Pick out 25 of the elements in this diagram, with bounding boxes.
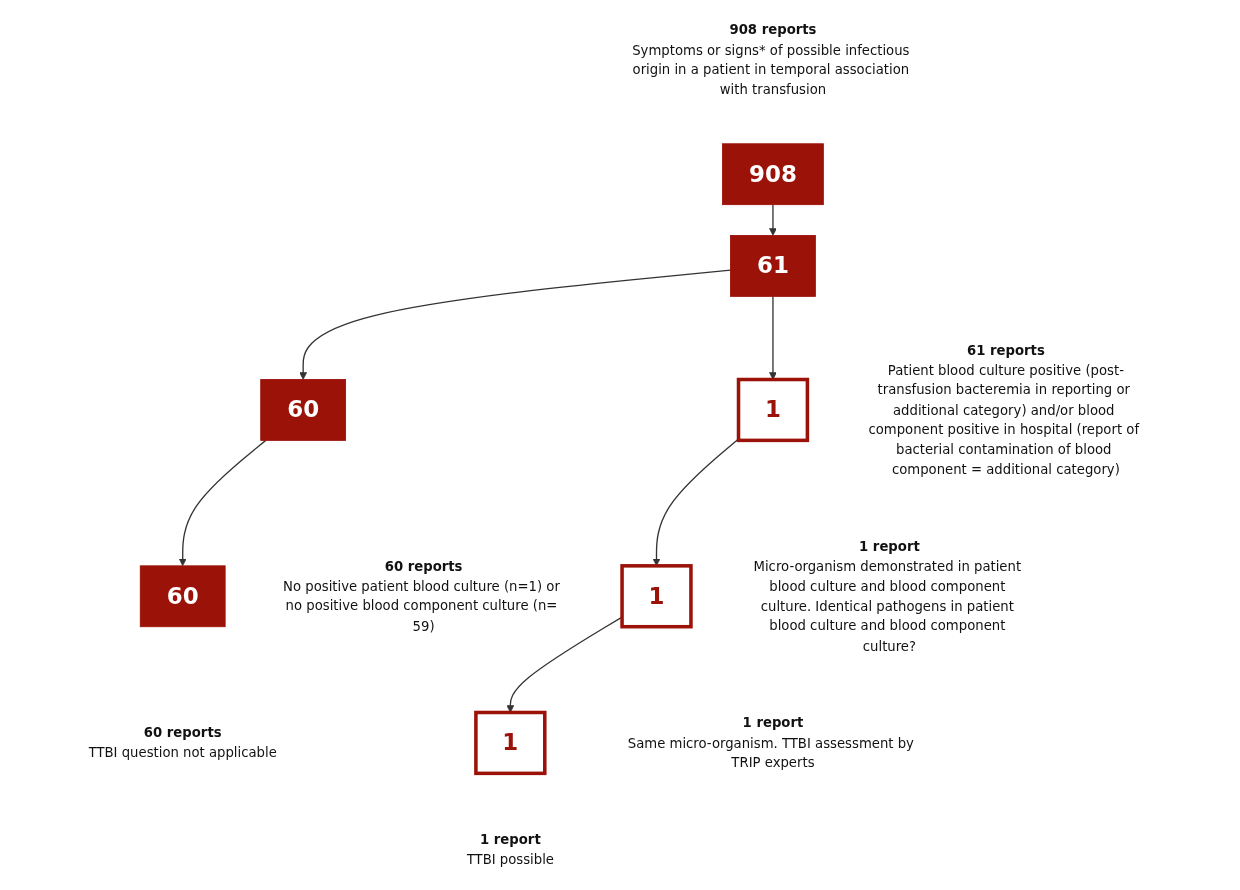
- node-box: 1: [620, 564, 693, 629]
- node-label: 1 report: [859, 538, 920, 555]
- node-box: 908: [722, 143, 824, 206]
- node-label: 60 reports: [143, 724, 222, 741]
- node-box: 1: [736, 377, 810, 443]
- node-box: 60: [260, 379, 346, 441]
- arrow: [178, 439, 267, 567]
- node-label: TTBI question not applicable: [88, 744, 277, 761]
- arrow: [299, 269, 732, 380]
- arrow: [769, 295, 777, 380]
- node-label: 60 reports: [384, 558, 463, 575]
- node-label: Micro-organism demonstrated in patient blood culture and blood component culture. Identical pathogens in patient blood culture and blood component culture?: [753, 558, 1022, 654]
- node-box: 61: [730, 235, 816, 297]
- node-box: 60: [139, 565, 226, 628]
- node-label: Same micro-organism. TTBI assessment by TRIP experts: [627, 734, 914, 771]
- node-label: Symptoms or signs* of possible infectious origin in a patient in temporal association with transfusion: [632, 41, 910, 98]
- node-label: TTBI possible: [466, 851, 554, 868]
- node-label: 1 report: [479, 831, 541, 848]
- node-box: 1: [474, 710, 547, 776]
- node-label: 61 reports: [966, 342, 1045, 359]
- node-label: No positive patient blood culture (n=1) or no positive blood component culture (n= 59): [283, 578, 560, 634]
- arrow: [769, 204, 777, 236]
- node-label: 1 report: [742, 714, 804, 731]
- node-label: 908 reports: [729, 22, 817, 38]
- node-label: Patient blood culture positive (post-transfusion bacteremia in reporting or additional category) and/or blood component positive in hospital (report of bacterial contamination of blood component = additional category): [868, 362, 1140, 478]
